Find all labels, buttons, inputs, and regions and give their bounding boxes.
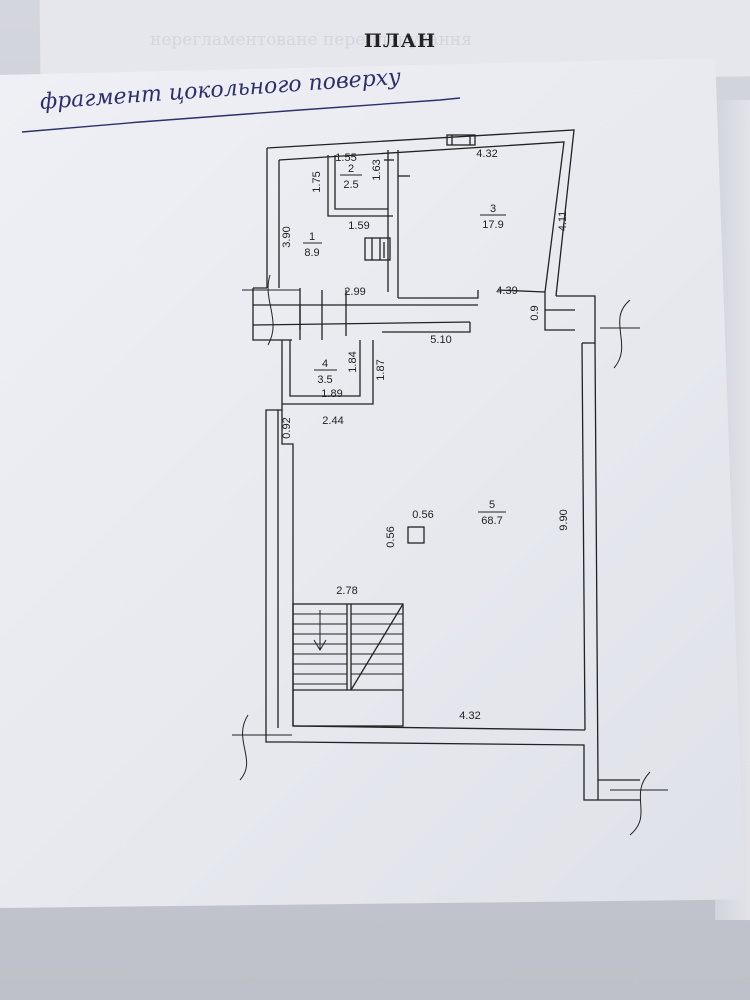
page-title: ПЛАН	[363, 30, 437, 52]
dim-bottom-width: 4.32	[459, 710, 480, 722]
dim-niche-width: 2.44	[322, 415, 343, 427]
room-1-number: 1	[309, 231, 315, 243]
dim-top-width: 4.32	[476, 148, 497, 160]
room-3-number: 3	[490, 203, 496, 215]
dim-room4-width: 1.89	[321, 388, 342, 400]
room-1-area: 8.9	[304, 247, 319, 259]
dim-room4-height-outer: 1.87	[375, 359, 387, 380]
room-2-area: 2.5	[343, 179, 358, 191]
break-lines	[232, 274, 668, 836]
dim-room4-height-inner: 1.84	[347, 351, 359, 372]
stair-treads	[293, 613, 403, 685]
room-4-area: 3.5	[317, 374, 332, 386]
dim-room2-height-left: 1.75	[311, 171, 323, 192]
dim-stair-width: 2.78	[336, 585, 357, 597]
dim-room5-height: 9.90	[558, 509, 570, 530]
room-5-number: 5	[489, 499, 495, 511]
dim-room3-width: 4.39	[496, 285, 517, 297]
dim-room1-partition: 1.59	[348, 220, 369, 232]
dim-room2-height-right: 1.63	[371, 159, 383, 180]
room-fraction-lines	[303, 174, 506, 513]
walls	[252, 129, 640, 801]
dim-niche-depth: 0.92	[281, 417, 293, 438]
dim-column-width: 0.56	[412, 509, 433, 521]
room-5-area: 68.7	[481, 515, 502, 527]
room-4-number: 4	[322, 358, 328, 370]
caption-underline	[21, 97, 461, 133]
dim-corridor-length: 5.10	[430, 334, 451, 346]
stair-arrow	[313, 610, 327, 651]
room-3-area: 17.9	[482, 219, 503, 231]
room-2-number: 2	[348, 163, 354, 175]
dim-room3-height: 4.11	[557, 211, 569, 232]
dim-room2-width: 1.55	[335, 152, 356, 164]
dim-column-height: 0.56	[385, 526, 397, 547]
bleed-through-text: нерегламентоване перепланування	[150, 30, 472, 50]
dim-room1-height: 3.90	[281, 226, 293, 247]
dim-room1-width: 2.99	[344, 286, 365, 298]
dim-door-right: 0.9	[529, 305, 541, 320]
paper-sheet	[0, 58, 745, 908]
